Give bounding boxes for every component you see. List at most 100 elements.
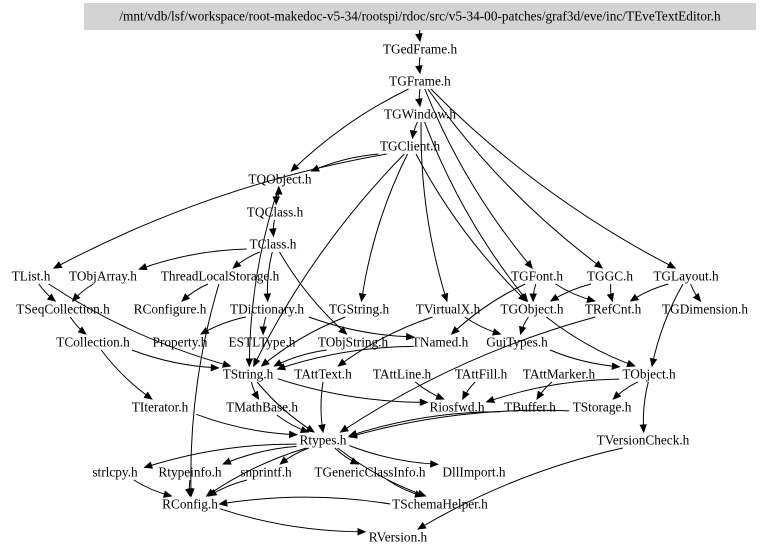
- edge-line: [337, 447, 426, 497]
- node-label: GuiTypes.h: [486, 335, 548, 350]
- arrowhead-icon: [529, 293, 537, 303]
- arrowhead-icon: [415, 97, 423, 108]
- graph-node[interactable]: TVirtualX.h: [416, 302, 481, 317]
- edge-line: [546, 316, 635, 367]
- graph-node[interactable]: TCollection.h: [56, 335, 130, 350]
- graph-node[interactable]: RVersion.h: [369, 530, 428, 545]
- graph-node[interactable]: ThreadLocalStorage.h: [161, 269, 280, 284]
- graph-node[interactable]: DllImport.h: [442, 465, 506, 480]
- graph-node[interactable]: TDictionary.h: [230, 302, 304, 317]
- graph-node[interactable]: TNamed.h: [412, 335, 469, 350]
- edge-TGClient-to-TString: [253, 153, 405, 368]
- graph-node[interactable]: TQObject.h: [248, 172, 311, 187]
- arrowhead-icon: [639, 424, 647, 434]
- arrowhead-icon: [524, 259, 534, 269]
- edge-TSeqCollection-to-TCollection: [69, 316, 87, 335]
- graph-node[interactable]: TAttText.h: [294, 367, 352, 382]
- edge-TGObject-to-TObject: [546, 316, 636, 367]
- edge-root-to-TGedFrame: [415, 28, 423, 43]
- edge-TGWindow-to-TGClient: [409, 121, 418, 140]
- graph-node[interactable]: TGenericClassInfo.h: [314, 465, 425, 480]
- edge-TVirtualX-to-GuiTypes: [464, 316, 502, 336]
- edge-TString-to-TMathBase: [250, 381, 260, 401]
- arrowhead-icon: [263, 293, 272, 303]
- node-label: TClass.h: [250, 237, 297, 252]
- node-label: Riosfwd.h: [429, 400, 484, 415]
- edge-line: [206, 447, 307, 497]
- graph-node[interactable]: snprintf.h: [240, 465, 292, 480]
- node-label: TAttFill.h: [455, 367, 508, 382]
- edge-TObjArray-to-TSeqCollection: [71, 283, 94, 302]
- graph-node[interactable]: TIterator.h: [132, 400, 189, 415]
- graph-node[interactable]: ESTLType.h: [229, 335, 296, 350]
- graph-node[interactable]: TAttLine.h: [373, 367, 432, 382]
- arrowhead-icon: [305, 424, 315, 433]
- edge-strlcpy-to-RConfig: [133, 479, 173, 498]
- graph-node[interactable]: TList.h: [12, 269, 51, 284]
- graph-node[interactable]: TSchemaHelper.h: [392, 497, 488, 512]
- graph-node[interactable]: TSeqCollection.h: [16, 302, 110, 317]
- graph-node[interactable]: TRefCnt.h: [585, 302, 642, 317]
- edge-TGFont-to-TRefCnt: [555, 283, 596, 303]
- node-label: TGedFrame.h: [383, 42, 458, 57]
- graph-node[interactable]: Riosfwd.h: [429, 400, 484, 415]
- graph-node[interactable]: TBuffer.h: [504, 400, 556, 415]
- node-label: TAttMarker.h: [523, 367, 596, 382]
- graph-node[interactable]: TGObject.h: [500, 302, 563, 317]
- edge-Rtypes-to-snprintf: [279, 447, 309, 465]
- graph-node[interactable]: TGClient.h: [380, 139, 441, 154]
- arrowhead-icon: [409, 129, 418, 140]
- graph-node[interactable]: TVersionCheck.h: [597, 433, 690, 448]
- graph-node[interactable]: TGFrame.h: [389, 74, 451, 89]
- edge-TObjString-to-TString: [273, 349, 327, 367]
- graph-node[interactable]: TGFont.h: [511, 269, 563, 284]
- arrowhead-icon: [549, 293, 560, 302]
- graph-node[interactable]: TObjString.h: [318, 335, 389, 350]
- graph-node[interactable]: RConfig.h: [162, 497, 218, 512]
- edge-line: [219, 508, 366, 533]
- graph-node[interactable]: TGLayout.h: [653, 269, 719, 284]
- root-node[interactable]: /mnt/vdb/lsf/workspace/root-makedoc-v5-3…: [84, 3, 756, 30]
- root-node-box: [84, 3, 756, 30]
- edge-TGFrame-to-TGWindow: [415, 88, 423, 108]
- edge-TClass-to-ThreadLocalStorage: [232, 251, 260, 269]
- graph-node[interactable]: GuiTypes.h: [486, 335, 548, 350]
- graph-node[interactable]: Rtypeinfo.h: [158, 465, 222, 480]
- node-label: TQObject.h: [248, 172, 311, 187]
- edge-TStorage-to-Rtypes: [348, 409, 570, 439]
- graph-node[interactable]: TMathBase.h: [226, 400, 298, 415]
- graph-node[interactable]: TAttFill.h: [455, 367, 508, 382]
- edge-TClass-to-TDictionary: [263, 251, 273, 303]
- graph-node[interactable]: TString.h: [223, 367, 274, 382]
- arrowhead-icon: [71, 292, 81, 302]
- arrowhead-icon: [222, 360, 232, 368]
- graph-node[interactable]: RConfigure.h: [134, 302, 207, 317]
- graph-node[interactable]: Property.h: [153, 335, 208, 350]
- edge-TAttFill-to-Riosfwd: [462, 381, 476, 401]
- edge-line: [308, 316, 414, 338]
- graph-node[interactable]: TStorage.h: [573, 400, 632, 415]
- graph-node[interactable]: TGedFrame.h: [383, 42, 458, 57]
- graph-node[interactable]: TGString.h: [329, 302, 390, 317]
- edge-TCollection-to-TIterator: [100, 349, 153, 400]
- arrowhead-icon: [259, 326, 267, 336]
- graph-node[interactable]: strlcpy.h: [92, 465, 138, 480]
- node-label: TMathBase.h: [226, 400, 298, 415]
- graph-node[interactable]: TGWindow.h: [384, 107, 456, 122]
- edge-TGGC-to-TGObject: [549, 283, 592, 302]
- arrowhead-icon: [339, 424, 350, 433]
- edge-line: [291, 88, 409, 172]
- graph-node[interactable]: TGGC.h: [587, 269, 634, 284]
- arrowhead-icon: [415, 64, 423, 75]
- edge-snprintf-to-RConfig: [207, 479, 248, 497]
- graph-node[interactable]: TObjArray.h: [69, 269, 137, 284]
- arrowhead-icon: [260, 358, 270, 367]
- node-label: strlcpy.h: [92, 465, 138, 480]
- graph-node[interactable]: TObject.h: [622, 367, 676, 382]
- graph-node[interactable]: TQClass.h: [247, 205, 304, 220]
- graph-node[interactable]: TClass.h: [250, 237, 297, 252]
- graph-node[interactable]: TAttMarker.h: [523, 367, 596, 382]
- graph-node[interactable]: Rtypes.h: [300, 433, 347, 448]
- graph-node[interactable]: TGDimension.h: [662, 302, 748, 317]
- edge-line: [424, 121, 528, 302]
